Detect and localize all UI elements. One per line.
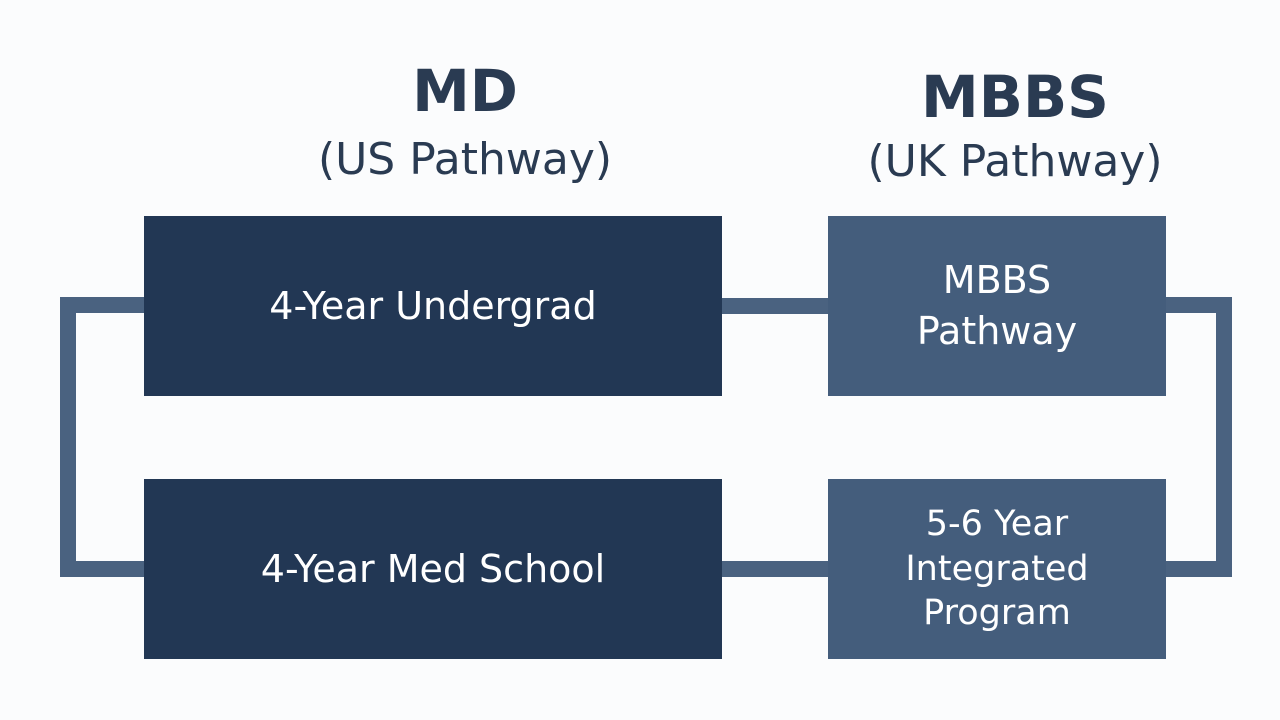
- mbbs-subtitle: (UK Pathway): [867, 136, 1163, 187]
- md-heading: MD (US Pathway): [250, 62, 680, 182]
- right-connector: [1166, 297, 1232, 577]
- med-school-label: 4-Year Med School: [260, 547, 606, 591]
- md-title: MD: [412, 57, 518, 125]
- md-subtitle: (US Pathway): [317, 134, 613, 185]
- mbbs-pathway-box: MBBS Pathway: [828, 216, 1166, 396]
- mbbs-pathway-label: MBBS Pathway: [916, 257, 1078, 353]
- left-connector: [60, 297, 144, 577]
- undergrad-label: 4-Year Undergrad: [269, 284, 597, 328]
- undergrad-box: 4-Year Undergrad: [144, 216, 722, 396]
- mbbs-title: MBBS: [921, 63, 1109, 131]
- integrated-program-label: 5-6 Year Integrated Program: [905, 503, 1089, 634]
- mbbs-heading: MBBS (UK Pathway): [800, 68, 1230, 184]
- integrated-program-box: 5-6 Year Integrated Program: [828, 479, 1166, 659]
- med-school-box: 4-Year Med School: [144, 479, 722, 659]
